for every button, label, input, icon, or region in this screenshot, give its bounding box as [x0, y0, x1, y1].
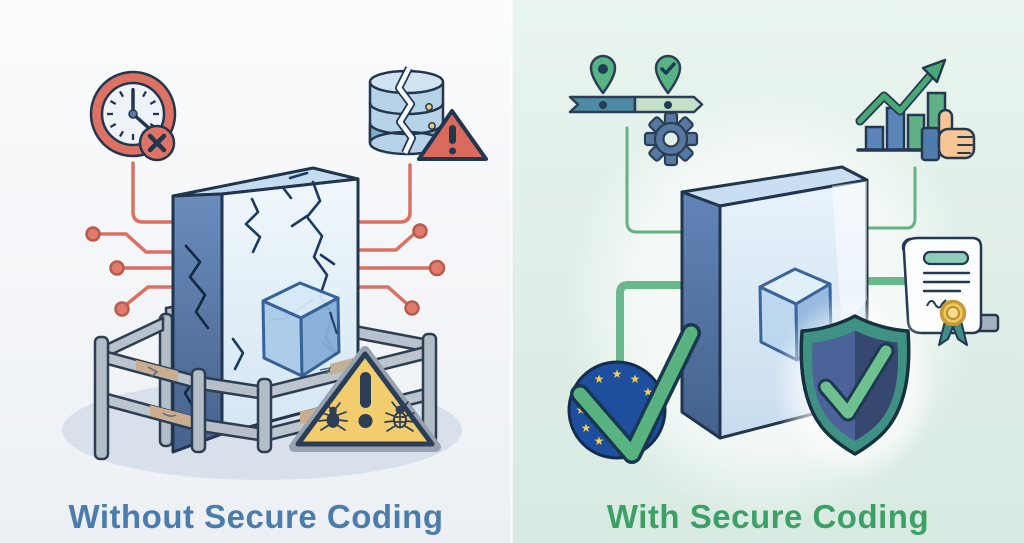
code-cube: [261, 281, 341, 378]
circuit-traces-left: [85, 161, 182, 317]
with-illustration: ★ ★ ★ ★ ★ ★ ★ ★ ★ ★ ★ ★: [565, 54, 1000, 525]
eu-star: ★: [612, 367, 623, 381]
without-illustration: [62, 66, 488, 480]
security-shield-check-icon: [773, 292, 937, 480]
panel-divider: [510, 0, 513, 543]
bug-warning-sign-icon: [289, 346, 441, 452]
deadline-clock-icon: [89, 70, 177, 162]
database-alert-triangle-icon: [417, 109, 488, 161]
gold-seal: [938, 299, 968, 346]
timeline-progress-banner: [568, 54, 704, 114]
without-secure-coding-title: Without Secure Coding: [68, 498, 444, 535]
eu-star: ★: [581, 421, 592, 435]
circuit-traces-right: [353, 163, 446, 316]
bug-icon-outline: [384, 401, 416, 432]
thumbs-up-icon: [920, 108, 976, 162]
milestone-check-pin-icon: [654, 54, 682, 95]
eu-star: ★: [594, 372, 605, 386]
failed-x-badge-icon: [138, 124, 176, 162]
with-secure-coding-panel: ★ ★ ★ ★ ★ ★ ★ ★ ★ ★ ★ ★: [512, 0, 1024, 543]
gear-icon: [643, 111, 699, 167]
without-secure-coding-panel: Without Secure Coding: [0, 0, 512, 543]
eu-flag-check-icon: ★ ★ ★ ★ ★ ★ ★ ★ ★ ★ ★ ★: [567, 323, 701, 464]
certificate-icon: [901, 236, 1000, 346]
milestone-pin-icon: [589, 54, 617, 95]
eu-star: ★: [630, 372, 641, 386]
broken-database-icon: [368, 66, 488, 161]
growth-chart-icon: [855, 58, 976, 162]
bug-icon-solid: [318, 402, 348, 431]
with-secure-coding-title: With Secure Coding: [606, 498, 930, 535]
eu-star: ★: [643, 385, 654, 399]
eu-star: ★: [594, 434, 605, 448]
